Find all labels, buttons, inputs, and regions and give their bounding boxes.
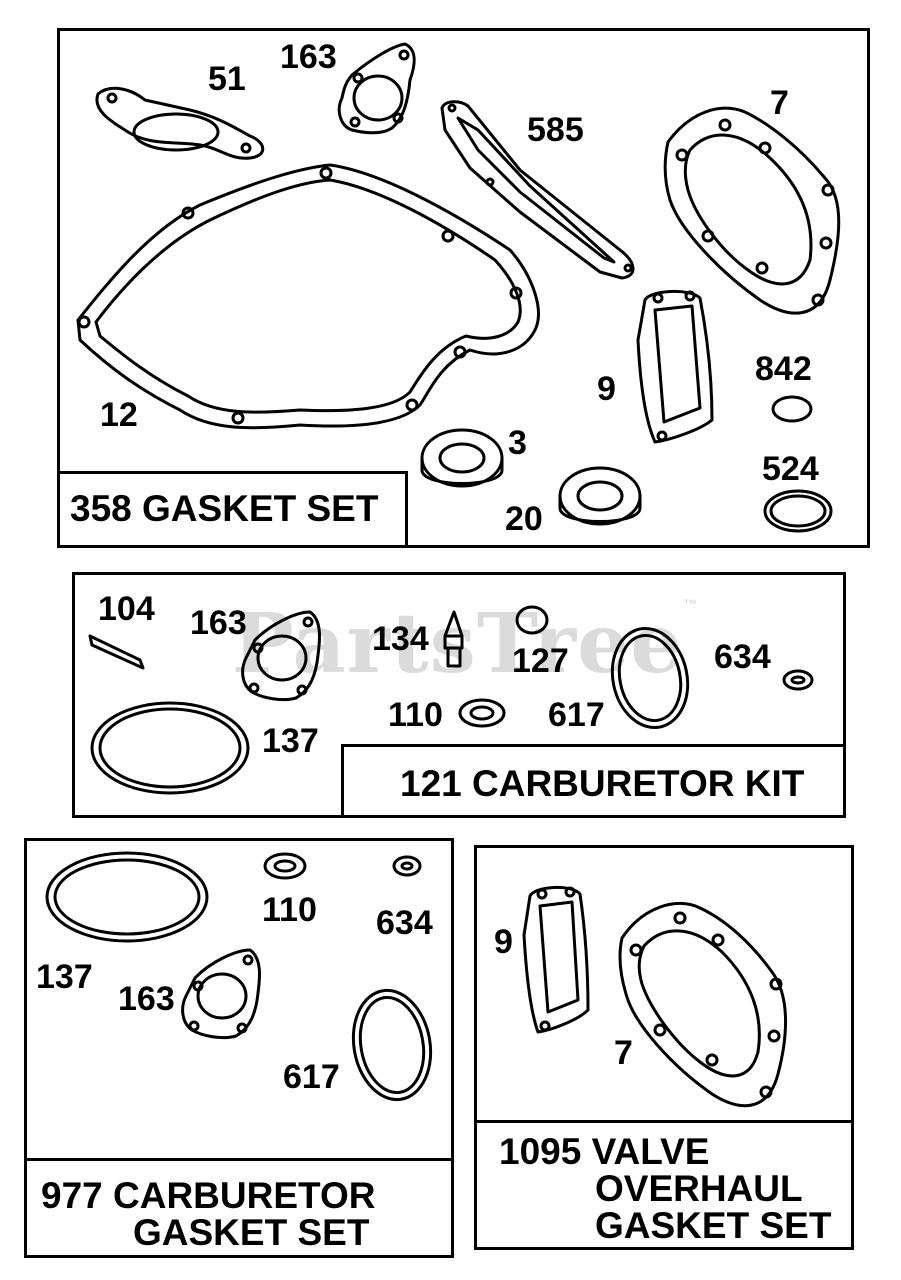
gasket-585-drawing: [440, 100, 635, 280]
oring-524-drawing: [763, 489, 833, 533]
part-label-110-carb-kit: 110: [388, 696, 443, 734]
part-label-163-carb-kit: 163: [190, 604, 247, 642]
part-label-9: 9: [597, 370, 616, 408]
seal-3-drawing: [420, 428, 504, 488]
part-label-20: 20: [505, 500, 543, 538]
part-label-3: 3: [508, 424, 527, 462]
part-label-163: 163: [280, 38, 337, 76]
gasket-7-drawing: [663, 106, 841, 315]
part-label-634-carb-kit: 634: [714, 638, 771, 676]
part-label-127: 127: [512, 642, 569, 680]
washer-634-carb-kit-drawing: [782, 669, 814, 691]
caption-carburetor-kit-text: 121 CARBURETOR KIT: [400, 763, 805, 804]
gasket-7-valve-drawing: [618, 902, 788, 1108]
oring-137-carb-gasket-drawing: [45, 851, 209, 943]
washer-110-carb-kit-drawing: [458, 698, 506, 728]
caption-carburetor-gasket-set-line1: 977 CARBURETOR: [41, 1175, 376, 1216]
gasket-51-drawing: [95, 86, 265, 160]
part-label-163-carb-gasket: 163: [118, 980, 175, 1018]
gasket-12-drawing: [76, 163, 540, 430]
part-label-137-carb-kit: 137: [262, 722, 319, 760]
caption-valve-overhaul-line1: 1095 VALVE: [499, 1131, 710, 1172]
part-label-7-valve: 7: [614, 1034, 633, 1072]
part-label-634-carb-gasket: 634: [376, 904, 433, 942]
caption-valve-overhaul-gasket-set: 1095 VALVE OVERHAUL GASKET SET: [474, 1120, 854, 1250]
part-label-9-valve: 9: [494, 923, 513, 961]
gasket-163-carb-gasket-drawing: [181, 948, 262, 1040]
gasket-163-drawing: [337, 42, 416, 135]
gasket-9-drawing: [636, 289, 714, 444]
gasket-617-carb-gasket-drawing: [351, 988, 433, 1102]
part-label-51: 51: [208, 60, 246, 98]
washer-634-carb-gasket-drawing: [392, 855, 422, 877]
caption-carburetor-gasket-set-line2: GASKET SET: [133, 1212, 370, 1253]
part-label-585: 585: [527, 111, 584, 149]
part-label-104: 104: [98, 590, 155, 628]
gasket-163-carb-kit-drawing: [241, 610, 322, 702]
part-label-617-carb-gasket: 617: [283, 1058, 340, 1096]
oring-137-carb-kit-drawing: [90, 701, 250, 795]
part-label-12: 12: [100, 396, 138, 434]
part-label-524: 524: [762, 450, 819, 488]
gasket-617-carb-kit-drawing: [610, 626, 690, 730]
part-label-617-carb-kit: 617: [548, 696, 605, 734]
caption-gasket-set: 358 GASKET SET: [57, 471, 408, 548]
watermark-tm: ™: [683, 596, 699, 612]
seal-20-drawing: [558, 466, 642, 526]
caption-carburetor-kit: 121 CARBURETOR KIT: [341, 744, 846, 818]
caption-gasket-set-text: 358 GASKET SET: [70, 488, 379, 529]
washer-110-carb-gasket-drawing: [263, 852, 307, 880]
part-label-137-carb-gasket: 137: [36, 958, 93, 996]
pin-104-drawing: [88, 634, 145, 670]
caption-carburetor-gasket-set: 977 CARBURETOR GASKET SET: [24, 1158, 454, 1258]
caption-valve-overhaul-line2: OVERHAUL: [595, 1168, 803, 1209]
part-label-110-carb-gasket: 110: [262, 891, 317, 929]
caption-valve-overhaul-line3: GASKET SET: [595, 1205, 832, 1246]
oring-127-drawing: [515, 605, 549, 635]
gasket-9-valve-drawing: [522, 886, 590, 1034]
oring-842-drawing: [771, 395, 813, 423]
part-label-842: 842: [755, 350, 812, 388]
needle-134-drawing: [443, 610, 464, 668]
part-label-134: 134: [372, 620, 429, 658]
part-label-7: 7: [770, 84, 789, 122]
